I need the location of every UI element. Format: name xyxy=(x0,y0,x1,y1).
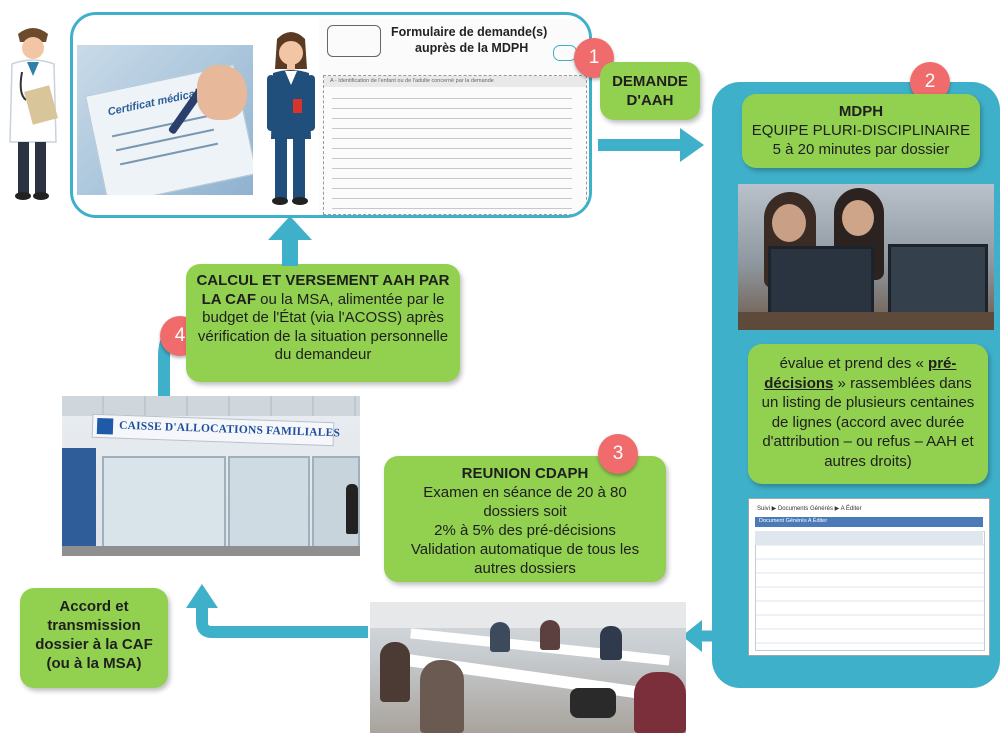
form-panel: Certificat médical Formulaire de demande… xyxy=(70,12,592,218)
step1-line1: DEMANDE xyxy=(612,73,688,90)
arrow-to-accord xyxy=(186,584,368,638)
listing-breadcrumb: Suivi ▶ Documents Générés ▶ A Éditer xyxy=(757,506,862,512)
step2-team: EQUIPE PLURI-DISCIPLINAIRE xyxy=(751,122,971,139)
step3-line3: 2% à 5% des pré-décisions xyxy=(434,522,616,539)
step3-box: REUNION CDAPH Examen en séance de 20 à 8… xyxy=(384,456,666,582)
step3-line2: dossiers soit xyxy=(483,503,567,520)
step2-title: MDPH xyxy=(838,103,884,120)
step1-line2: D'AAH xyxy=(626,92,674,109)
hand-shape xyxy=(197,65,247,120)
step3-badge: 3 xyxy=(598,434,638,474)
step2-eval-box: évalue et prend des « pré-décisions » ra… xyxy=(748,344,988,484)
computer-monitor-right xyxy=(888,244,988,318)
step3-line4: Validation automatique de tous les xyxy=(410,541,640,558)
step4-rest-text: ou la MSA, alimentée par le budget de l'… xyxy=(197,290,449,364)
form-section-box: A - Identification de l'enfant ou de l'a… xyxy=(323,75,587,215)
accord-line2: transmission xyxy=(47,617,141,634)
listing-table xyxy=(755,531,985,651)
accord-box: Accord et transmission dossier à la CAF … xyxy=(20,588,168,688)
step3-line1: Examen en séance de 20 à 80 xyxy=(423,484,627,501)
caf-sign: CAISSE D'ALLOCATIONS FAMILIALES xyxy=(91,413,340,447)
form-stamp-box xyxy=(327,25,381,57)
arrow-to-mdph xyxy=(598,128,704,162)
form-section-title: A - Identification de l'enfant ou de l'a… xyxy=(330,78,494,84)
woman-figure xyxy=(267,32,315,205)
accord-line3: dossier à la CAF xyxy=(35,636,153,653)
accord-line1: Accord et xyxy=(59,598,129,615)
arrow-to-cdaph xyxy=(682,598,726,652)
eval-text-underlined: pré-décisions xyxy=(764,355,957,392)
form-title-1: Formulaire de demande(s) xyxy=(391,25,548,39)
step2-duration: 5 à 20 minutes par dossier xyxy=(772,141,950,158)
eval-text-part1: évalue et prend des « xyxy=(779,355,929,372)
step1-box: DEMANDE D'AAH xyxy=(600,62,700,120)
doctor-figure xyxy=(9,28,58,200)
caf-building-photo: CAISSE D'ALLOCATIONS FAMILIALES xyxy=(62,396,360,556)
medical-certificate-image: Certificat médical xyxy=(77,45,253,195)
listing-tab: Document Générés A Éditer xyxy=(759,518,828,524)
step3-line5: autres dossiers xyxy=(474,560,576,577)
meeting-photo xyxy=(370,602,686,733)
form-document: Formulaire de demande(s) auprès de la MD… xyxy=(319,19,589,215)
step4-box: CALCUL ET VERSEMENT AAH PAR LA CAF ou la… xyxy=(186,264,460,382)
form-title-2: auprès de la MDPH xyxy=(415,41,529,55)
listing-screenshot: Suivi ▶ Documents Générés ▶ A Éditer Doc… xyxy=(748,498,990,656)
step4-bold-text: CALCUL ET VERSEMENT AAH PAR LA CAF xyxy=(196,272,450,308)
office-photo xyxy=(738,184,994,330)
caf-sign-text: CAISSE D'ALLOCATIONS FAMILIALES xyxy=(118,419,341,440)
step3-title: REUNION CDAPH xyxy=(461,465,589,482)
arrow-to-form xyxy=(268,216,312,266)
step2-header-box: MDPH EQUIPE PLURI-DISCIPLINAIRE 5 à 20 m… xyxy=(742,94,980,168)
computer-monitor-left xyxy=(768,246,874,318)
eval-text-part2: » rassemblées dans un listing de plusieu… xyxy=(761,374,975,470)
caf-logo xyxy=(96,417,114,435)
accord-line4: (ou à la MSA) xyxy=(46,655,142,672)
